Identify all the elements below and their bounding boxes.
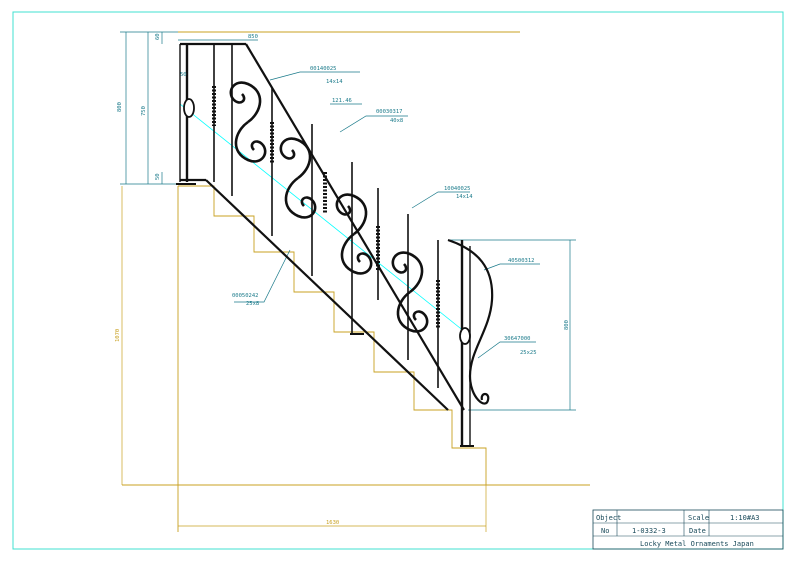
dim-run-total: 1630: [326, 520, 339, 526]
drawing-border: [12, 11, 784, 550]
company-name: Locky Metal Ornaments Japan: [640, 540, 754, 548]
object-label: Object: [596, 514, 621, 522]
dim-total-height: 800: [117, 102, 123, 112]
dimension-lines: [120, 31, 576, 411]
dim-rise-total: 1070: [115, 329, 121, 342]
no-value: 1-0332-3: [632, 527, 666, 535]
dim-post-gap: 50: [180, 72, 187, 78]
scale-value: 1:10#A3: [730, 514, 760, 522]
date-label: Date: [689, 527, 706, 535]
title-block: Object Scale 1:10#A3 No 1-0332-3 Date Lo…: [592, 509, 784, 550]
dimension-labels: 800 750 60 50 850 50 121.46 1070 1630 80…: [115, 33, 570, 526]
dim-bottom-offset: 50: [155, 173, 161, 180]
stair-outline: [122, 31, 590, 532]
callout-code: 40500312: [508, 258, 535, 264]
callout-code: 00140025: [310, 66, 337, 72]
scale-label: Scale: [688, 514, 709, 522]
callout-code: 00050242: [232, 293, 259, 299]
railing-ironwork: [176, 42, 494, 447]
overall-dimensions: [121, 186, 487, 532]
dim-top-width: 850: [248, 34, 258, 40]
dim-end-height: 800: [564, 320, 570, 330]
callout-size: 25x8: [246, 301, 259, 307]
dim-spacing: 121.46: [332, 98, 352, 104]
callout-size: 25x25: [520, 350, 537, 356]
centerline: [179, 103, 471, 337]
callout-code: 00030317: [376, 109, 403, 115]
callout-size: 14x14: [456, 194, 473, 200]
dim-rail-height: 750: [141, 106, 147, 116]
dim-top-offset: 60: [155, 33, 161, 40]
part-callouts: 00140025 14x14 00030317 40x8 10040025 14…: [232, 66, 537, 356]
callout-code: 10040025: [444, 186, 471, 192]
callout-size: 40x8: [390, 118, 403, 124]
callout-code: 30647000: [504, 336, 531, 342]
no-label: No: [601, 527, 609, 535]
callout-size: 14x14: [326, 79, 343, 85]
